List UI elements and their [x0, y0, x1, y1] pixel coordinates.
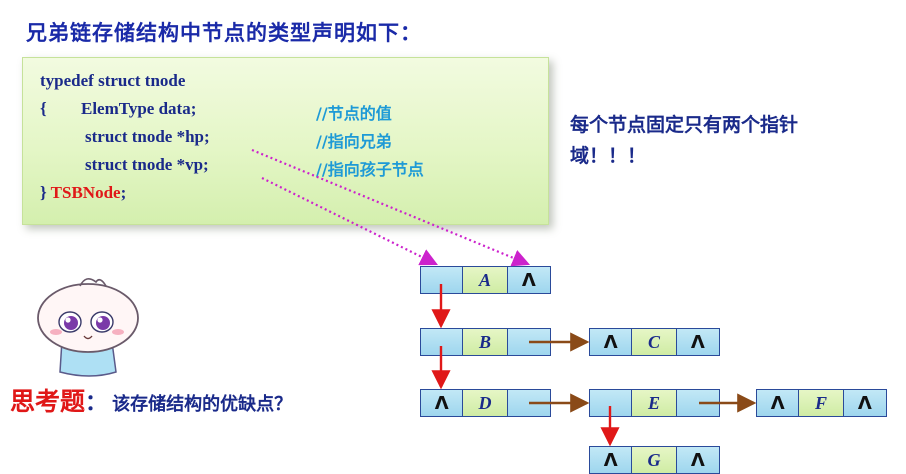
code-type-name: TSBNode [50, 183, 121, 202]
node-a-vp [421, 267, 464, 293]
node-e: E [589, 389, 720, 417]
node-d: Λ D [420, 389, 551, 417]
page-title: 兄弟链存储结构中节点的类型声明如下： [26, 21, 422, 45]
node-c: Λ C Λ [589, 328, 720, 356]
node-b-vp [421, 329, 464, 355]
node-d-vp: Λ [421, 390, 464, 416]
node-d-data: D [463, 390, 508, 416]
node-c-data: C [632, 329, 677, 355]
code-field-hp: struct tnode *hp; [85, 127, 210, 146]
node-g-hp: Λ [676, 447, 719, 473]
node-a-data: A [463, 267, 508, 293]
code-comment-data: //节点的值 [316, 104, 392, 123]
think-label: 思考题 [10, 387, 86, 416]
node-g: Λ G Λ [589, 446, 720, 474]
code-field-data: ElemType data; [81, 99, 197, 118]
node-c-vp: Λ [590, 329, 633, 355]
think-question-line: 思考题： 该存储结构的优缺点？ [10, 382, 292, 418]
node-b-hp [507, 329, 550, 355]
think-colon: ： [85, 391, 108, 416]
node-f-vp: Λ [757, 390, 800, 416]
node-f: Λ F Λ [756, 389, 887, 417]
side-note: 每个节点固定只有两个指针域！！！ [570, 114, 799, 167]
node-e-data: E [632, 390, 677, 416]
node-e-hp [676, 390, 719, 416]
node-g-vp: Λ [590, 447, 633, 473]
node-b-data: B [463, 329, 508, 355]
code-comment-vp: //指向孩子节点 [316, 160, 424, 179]
code-open-brace: { [40, 99, 47, 118]
node-g-data: G [632, 447, 677, 473]
code-field-vp: struct tnode *vp; [85, 155, 209, 174]
node-e-vp [590, 390, 633, 416]
node-a: A Λ [420, 266, 551, 294]
think-question: 该存储结构的优缺点？ [112, 394, 293, 415]
code-comment-hp: //指向兄弟 [316, 132, 392, 151]
node-b: B [420, 328, 551, 356]
node-f-data: F [799, 390, 844, 416]
node-f-hp: Λ [843, 390, 886, 416]
node-c-hp: Λ [676, 329, 719, 355]
code-close-line: } TSBNode; [40, 183, 126, 203]
code-block: typedef struct tnode { ElemType data; //… [22, 57, 549, 225]
node-a-hp: Λ [507, 267, 550, 293]
node-d-hp [507, 390, 550, 416]
code-close-brace: } [40, 183, 47, 202]
code-semicolon: ; [120, 183, 127, 202]
code-line-typedef: typedef struct tnode [40, 71, 186, 90]
